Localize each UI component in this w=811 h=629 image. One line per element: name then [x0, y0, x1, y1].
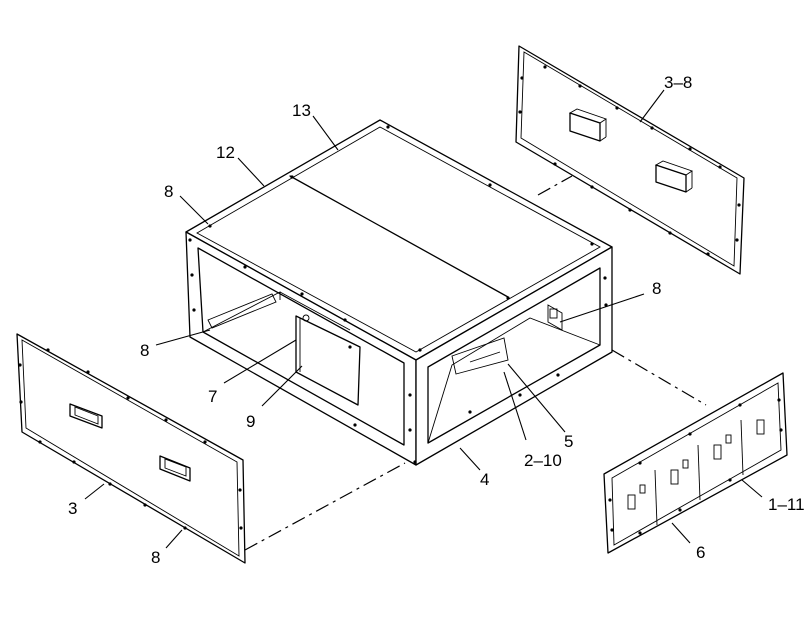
callout-8-right: 8 — [652, 279, 661, 298]
rear-panel-handle-right — [654, 160, 694, 193]
callout-8-left: 8 — [140, 341, 149, 360]
mounting-plate — [295, 315, 361, 406]
callout-12: 12 — [216, 143, 235, 162]
callout-3-8: 3–8 — [664, 73, 692, 92]
assembly-centerlines — [244, 175, 707, 551]
leader-lines — [84, 89, 763, 549]
front-panel-handle-right — [159, 455, 191, 482]
top-cover-screws — [188, 125, 594, 352]
callout-7: 7 — [208, 387, 217, 406]
callout-9: 9 — [246, 412, 255, 431]
callout-4: 4 — [480, 470, 489, 489]
rear-panel-handle-left — [568, 108, 608, 142]
callout-2-10: 2–10 — [524, 451, 562, 470]
callout-labels: 13 12 8 3–8 8 8 7 9 4 2–10 5 3 8 1–11 6 — [68, 73, 805, 567]
frame-screws — [190, 273, 608, 464]
front-panel-screws — [18, 348, 243, 530]
rear-panel-screws — [518, 65, 741, 256]
side-panel-screws — [608, 398, 783, 535]
rear-cover-panel — [515, 45, 745, 275]
front-cover-panel — [16, 333, 246, 564]
front-panel-handle-left — [69, 403, 103, 429]
side-panel — [603, 372, 788, 554]
callout-5: 5 — [564, 432, 573, 451]
side-panel-cutouts — [627, 419, 765, 526]
callout-13: 13 — [292, 101, 311, 120]
callout-8-top: 8 — [164, 182, 173, 201]
main-enclosure — [185, 119, 613, 466]
callout-1-11: 1–11 — [768, 495, 805, 514]
callout-8-bottom: 8 — [151, 548, 160, 567]
callout-6: 6 — [696, 543, 705, 562]
callout-3: 3 — [68, 499, 77, 518]
